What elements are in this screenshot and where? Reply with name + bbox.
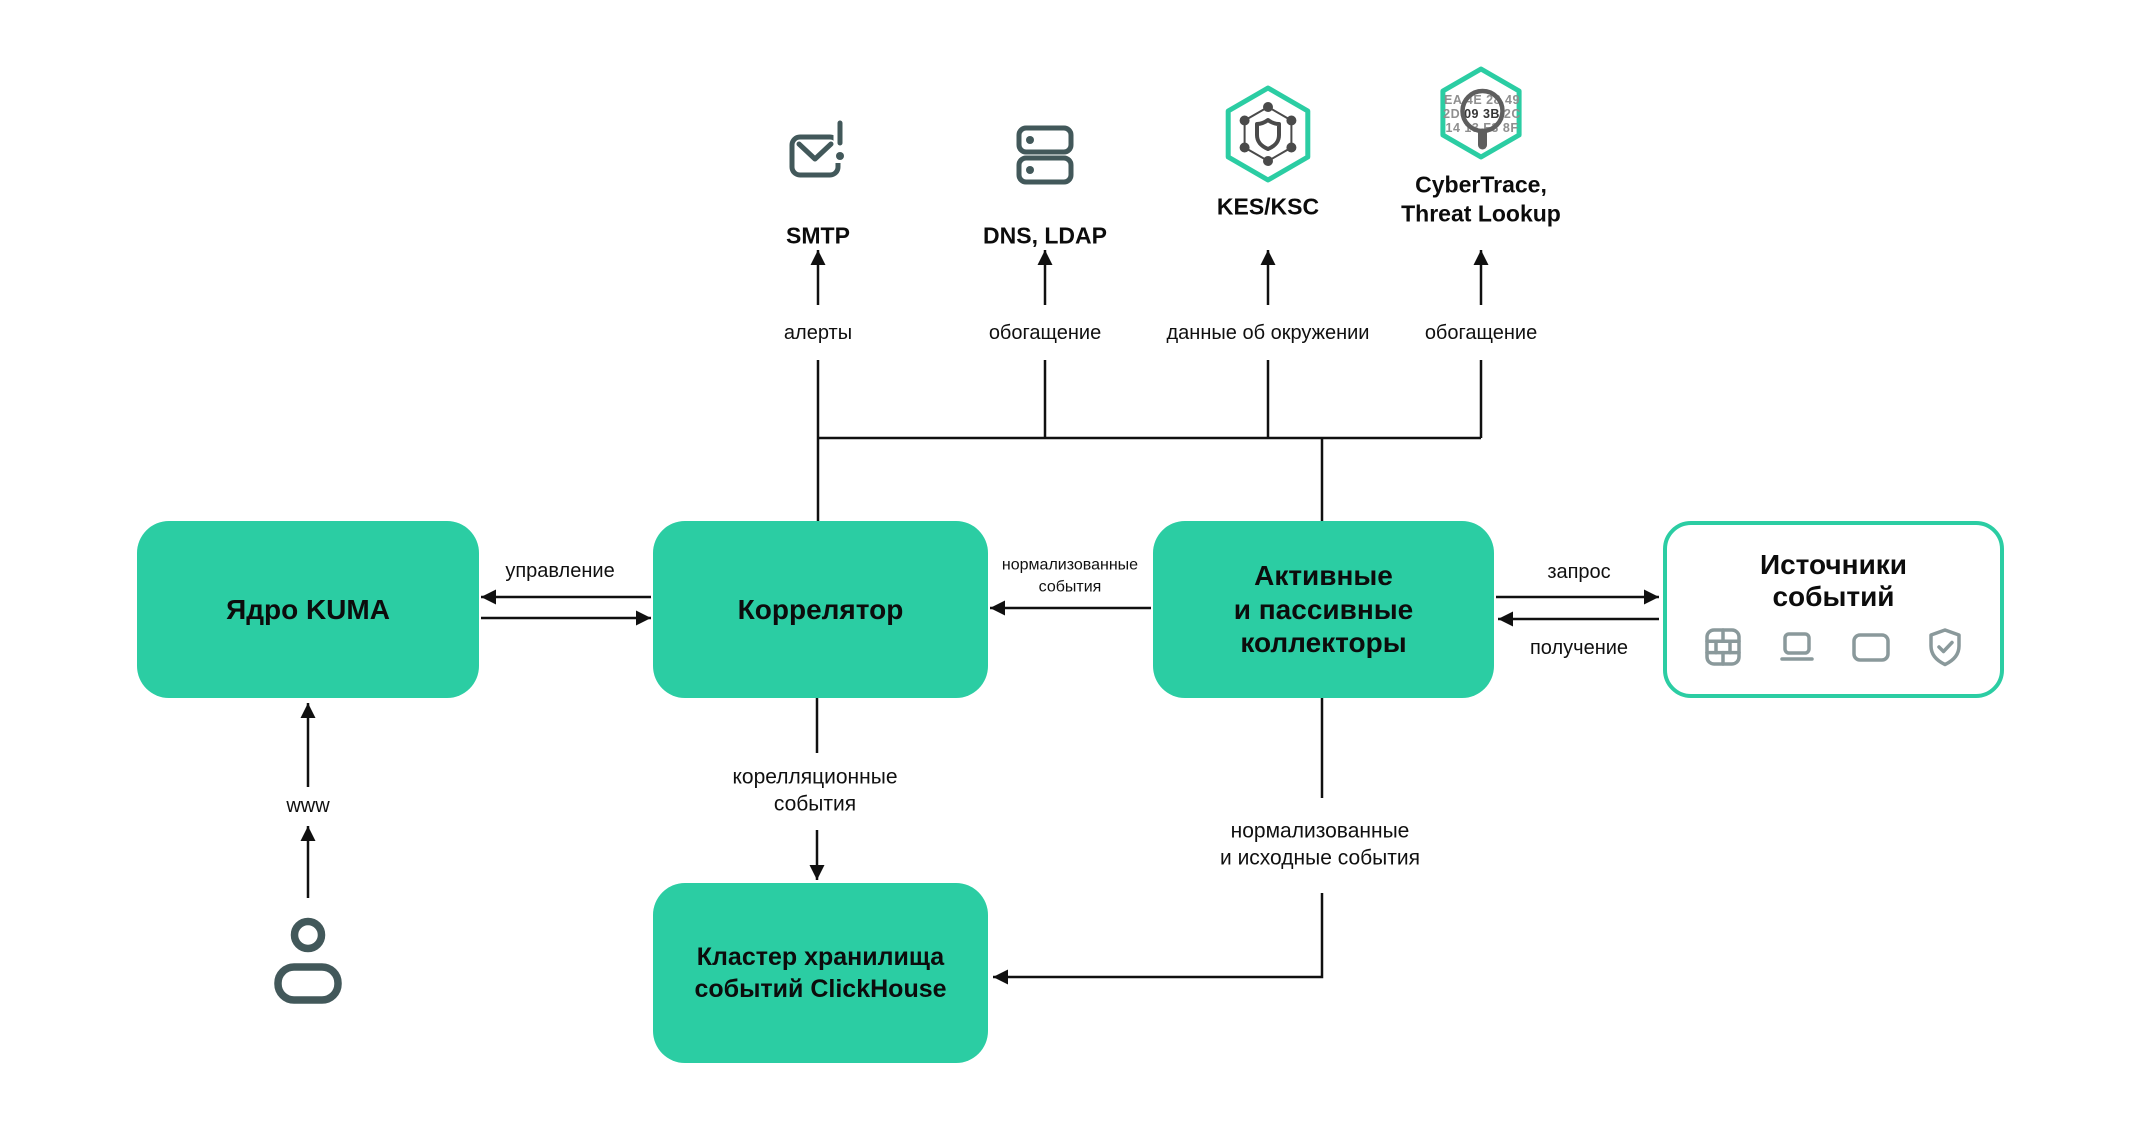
correlator-box: Коррелятор — [653, 521, 988, 698]
event-sources-label: Источники событий — [1759, 549, 1908, 613]
edge-label-www: www — [286, 795, 330, 817]
shield-check-icon — [1928, 628, 1961, 667]
edge-label-environment-data: данные об окружении — [1166, 322, 1370, 344]
edge-label-management: управление — [505, 560, 615, 582]
edge-label-alerts: алерты — [783, 322, 853, 344]
hex-line1: EA 4E 28 49 — [1444, 93, 1520, 107]
kes-ksc-icon — [1225, 85, 1311, 183]
smtp-label: SMTP — [786, 222, 850, 249]
clickhouse-box: Кластер хранилища событий ClickHouse — [653, 883, 988, 1063]
smtp-envelope-icon — [789, 119, 847, 178]
clickhouse-label: Кластер хранилища событий ClickHouse — [694, 942, 947, 1004]
firewall-icon — [1704, 628, 1741, 667]
correlator-label: Коррелятор — [737, 593, 904, 625]
person-icon — [274, 917, 342, 1004]
laptop-icon — [1779, 632, 1814, 662]
tablet-icon — [1851, 633, 1890, 663]
edge-label-receive: получение — [1529, 637, 1629, 659]
kes-ksc-label: KES/KSC — [1216, 193, 1320, 220]
edge-label-correlation-events: корелляционные события — [732, 765, 898, 816]
edge-label-request: запрос — [1547, 561, 1611, 583]
event-sources-box: Источники событий — [1663, 521, 2004, 698]
event-sources-icons — [1701, 625, 1967, 669]
kuma-core-label: Ядро KUMA — [226, 593, 390, 625]
edge-label-normalized-events: нормализованные события — [1001, 556, 1139, 595]
kuma-core-box: Ядро KUMA — [137, 521, 479, 698]
dns-ldap-label: DNS, LDAP — [983, 222, 1107, 249]
collectors-label: Активные и пассивные коллекторы — [1233, 560, 1414, 659]
cybertrace-icon: EA 4E 28 49 2D 09 3B 2C 14 13 F3 8F — [1440, 66, 1522, 160]
normalized-raw-elbow-arrow — [993, 893, 1324, 985]
cybertrace-label: CyberTrace, Threat Lookup — [1401, 171, 1561, 226]
edge-label-enrichment-dns: обогащение — [988, 322, 1102, 344]
edge-label-normalized-raw-events: нормализованные и исходные события — [1220, 819, 1420, 870]
hex-line2: 2D 09 3B 2C — [1443, 107, 1521, 121]
collectors-box: Активные и пассивные коллекторы — [1153, 521, 1494, 698]
server-icon — [1016, 125, 1074, 185]
edge-label-enrichment-ct: обогащение — [1424, 322, 1538, 344]
